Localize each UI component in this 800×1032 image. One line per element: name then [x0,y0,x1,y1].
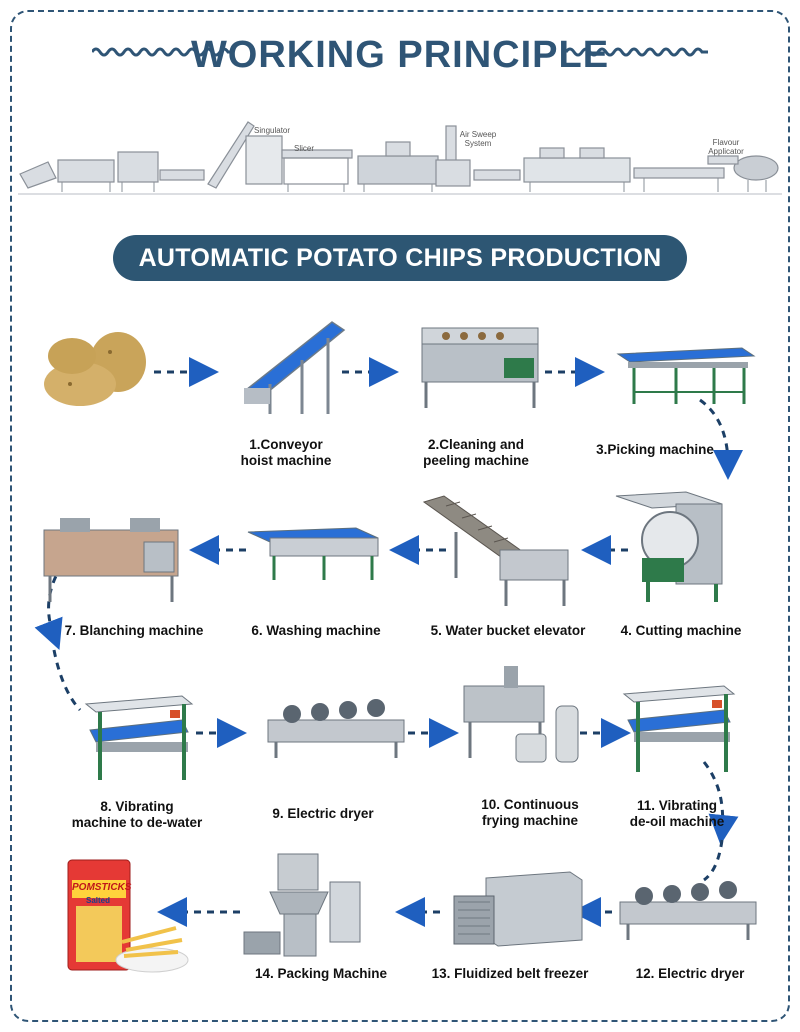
cleaning-peeling-machine-image [421,327,539,408]
step-1-line1: 1.Conveyor [249,437,323,452]
continuous-frying-machine-image [463,666,579,763]
step-7-line1: 7. Blanching machine [64,623,204,638]
step-2-line1: 2.Cleaning and [427,437,525,452]
step-2-caption: 2.Cleaning and peeling machine [406,437,546,469]
wave-right-decoration [566,47,708,57]
step-5-line1: 5. Water bucket elevator [430,623,586,638]
step-3-line1: 3.Picking machine [596,442,714,457]
vibrating-dewater-machine-image-8 [84,695,194,780]
step-11-line2: de-oil machine [629,814,725,829]
step-1-caption: 1.Conveyor hoist machine [216,437,356,469]
washing-machine-image [247,527,379,580]
product-package-image [67,859,189,973]
page-title: WORKING PRINCIPLE [190,34,610,76]
step-8-caption: 8. Vibrating machine to de-water [52,799,222,831]
label-flavour: Flavour Applicator [708,138,744,156]
step-1-line2: hoist machine [240,453,332,468]
fluidized-belt-freezer-image [453,871,583,947]
potato-image [44,332,146,406]
step-10-caption: 10. Continuous frying machine [462,797,598,829]
production-line-image [18,121,782,195]
picking-machine-image [616,347,756,404]
header: WORKING PRINCIPLE [0,30,800,80]
step-9-line1: 9. Electric dryer [272,806,374,821]
step-7-caption: 7. Blanching machine [58,623,210,639]
electric-dryer-image-9 [267,699,405,758]
step-4-caption: 4. Cutting machine [610,623,752,639]
step-10-line1: 10. Continuous [481,797,579,812]
step-14-line1: 14. Packing Machine [254,966,388,981]
step-13-line1: 13. Fluidized belt freezer [431,966,589,981]
page-frame [10,10,790,1022]
step-6-caption: 6. Washing machine [244,623,388,639]
vibrating-deoil-machine-image-11 [622,685,736,772]
label-singulator: Singulator [254,126,291,135]
production-line-overview: Singulator Slicer Air Sweep System Flavo… [18,112,782,202]
step-13-caption: 13. Fluidized belt freezer [420,966,600,982]
process-banner: AUTOMATIC POTATO CHIPS PRODUCTION PROCES… [113,235,687,318]
step-8-line1: 8. Vibrating [100,799,174,814]
label-slicer: Slicer [294,144,315,153]
step-6-line1: 6. Washing machine [251,623,381,638]
step-10-line2: frying machine [481,813,579,828]
blanching-machine-image [43,518,179,602]
step-2-line2: peeling machine [423,453,529,468]
step-12-caption: 12. Electric dryer [620,966,760,982]
water-bucket-elevator-image [422,495,569,606]
cutting-machine-image [615,491,723,602]
step-8-line2: machine to de-water [71,815,203,830]
packing-machine-image [243,853,361,957]
electric-dryer-image-12 [619,881,757,940]
label-air-sweep: Air Sweep System [459,130,497,148]
step-14-caption: 14. Packing Machine [246,966,396,982]
step-4-line1: 4. Cutting machine [620,623,742,638]
step-11-caption: 11. Vibrating de-oil machine [612,798,742,830]
product-brand: POMSTICKS [72,882,132,893]
step-12-line1: 12. Electric dryer [635,966,745,981]
step-3-caption: 3.Picking machine [580,442,730,458]
conveyor-hoist-machine-image [244,321,346,414]
product-sub: Salted [85,896,110,905]
wave-left-decoration [92,47,234,57]
step-5-caption: 5. Water bucket elevator [418,623,598,639]
step-9-caption: 9. Electric dryer [258,806,388,822]
step-11-line1: 11. Vibrating [636,798,718,813]
